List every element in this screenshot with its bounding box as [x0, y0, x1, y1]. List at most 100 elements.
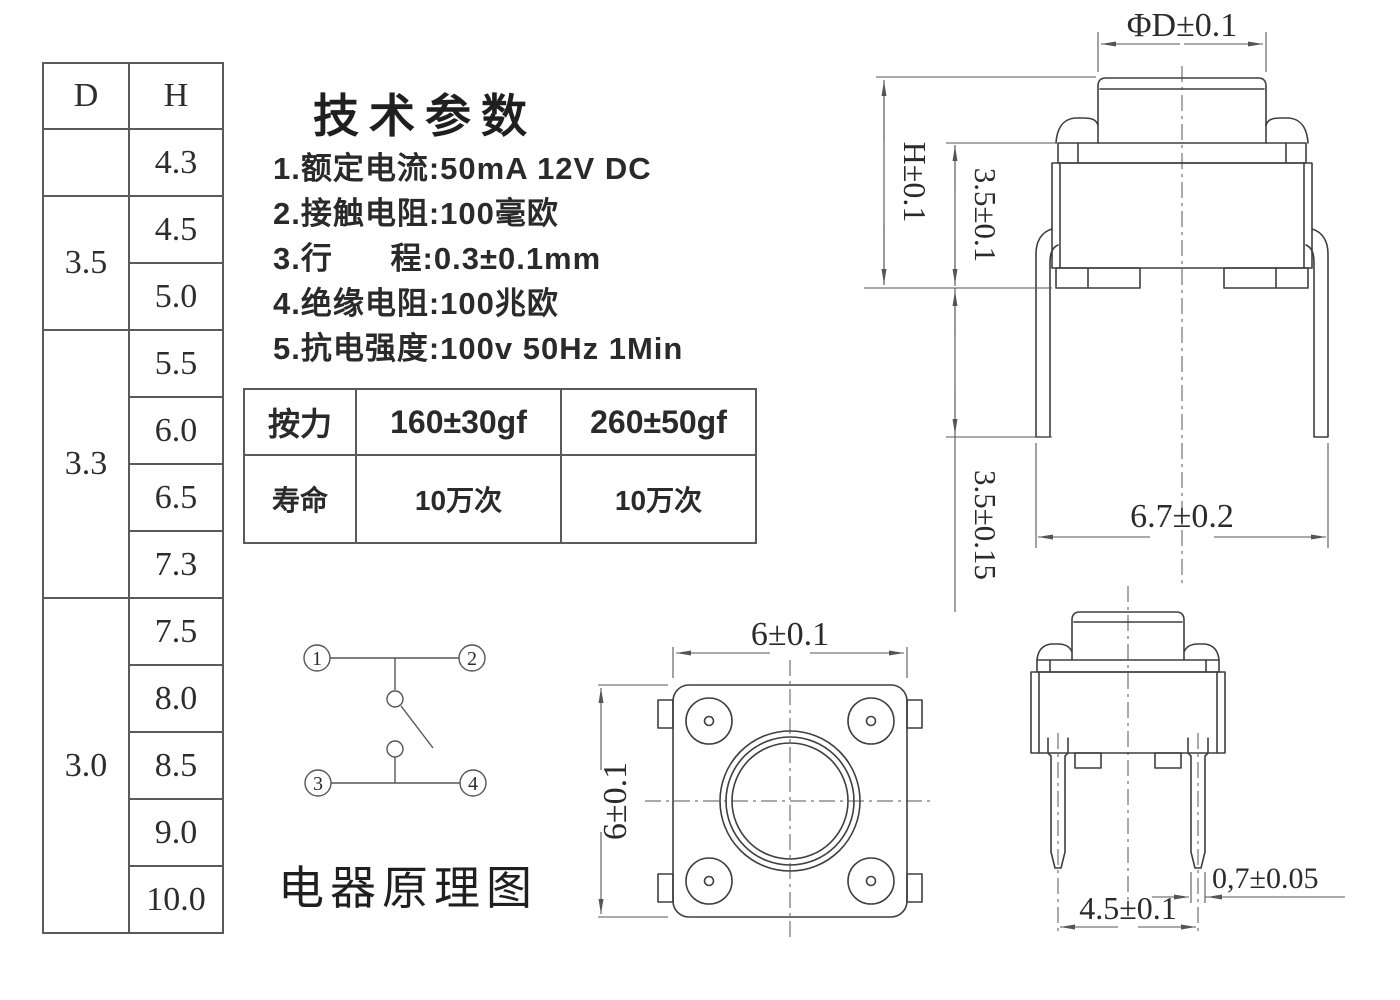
top-pin-tab — [906, 873, 923, 903]
tech-params-title: 技术参数 — [313, 90, 537, 142]
tech-param-item: 1.额定电流:50mA 12V DC — [273, 151, 652, 186]
front-right-leg — [1305, 228, 1329, 438]
top-body-outline — [672, 684, 908, 918]
life-value-2: 10万次 — [560, 454, 757, 544]
dim-label-pin-pitch: 4.5±0.1 — [1079, 890, 1177, 926]
side-tab-left — [1074, 752, 1102, 769]
dh-cell-h: 4.5 — [128, 195, 224, 264]
table-row: 5.0 — [43, 262, 224, 331]
table-row: 6.0 — [43, 396, 224, 465]
tech-param-item: 3.行 程:0.3±0.1mm — [273, 241, 602, 276]
dh-cell-h: 6.5 — [128, 463, 224, 532]
dim-label-pin-length: 3.5±0.15 — [968, 470, 1003, 580]
dim-label-diameter: ΦD±0.1 — [1127, 7, 1238, 44]
life-label: 寿命 — [243, 454, 357, 544]
table-row: 8.5 — [43, 731, 224, 800]
side-left-bump — [1036, 643, 1073, 661]
front-left-bump — [1055, 117, 1099, 144]
top-pin-tab — [657, 699, 674, 729]
table-row: 3.0 7.5 — [42, 597, 224, 934]
dh-cell-d-empty — [42, 128, 130, 197]
top-rivet-hole — [703, 875, 715, 887]
dh-header-row: D H — [42, 62, 224, 130]
side-right-pin — [1187, 737, 1209, 869]
table-row: 9.0 — [43, 798, 224, 867]
top-pin-tab — [657, 873, 674, 903]
front-body — [1051, 162, 1313, 269]
schematic-lines — [303, 644, 487, 797]
dh-cell-h: 9.0 — [128, 798, 224, 867]
terminal-2-number: 2 — [467, 648, 477, 670]
tech-param-item: 2.接触电阻:100毫欧 — [273, 196, 559, 231]
dh-cell-h: 4.3 — [128, 128, 224, 197]
dim-label-top-width: 6±0.1 — [751, 616, 829, 653]
table-row: 8.0 — [43, 664, 224, 733]
top-button-inner — [731, 742, 849, 860]
top-view — [645, 660, 935, 942]
life-value-1: 10万次 — [355, 454, 562, 544]
dh-cell-h: 7.5 — [128, 597, 224, 666]
front-view-dimensions: ΦD±0.1 H±0.1 3.5±0.1 3.5±0.15 — [864, 7, 1329, 612]
side-body — [1030, 671, 1226, 754]
table-row: 寿命 10万次 10万次 — [243, 454, 757, 544]
table-row: 10.0 — [43, 865, 224, 934]
front-button-cap — [1097, 77, 1267, 144]
table-row: 6.5 — [43, 463, 224, 532]
side-left-pin — [1047, 737, 1069, 869]
dh-cell-d: 3.0 — [42, 597, 130, 934]
dh-cell-h: 5.0 — [128, 262, 224, 331]
dh-cell-h: 5.5 — [128, 329, 224, 398]
force-value-2: 260±50gf — [560, 388, 757, 456]
terminal-4-number: 4 — [468, 773, 478, 795]
dim-label-height: H±0.1 — [897, 142, 933, 223]
dim-label-top-height: 6±0.1 — [597, 762, 634, 840]
tech-param-item: 4.绝缘电阻:100兆欧 — [273, 286, 559, 321]
upper-contact — [386, 690, 404, 708]
schematic-caption: 电器原理图 — [278, 863, 538, 914]
dh-cell-d: 3.3 — [42, 329, 130, 599]
table-row: 按力 160±30gf 260±50gf — [243, 388, 757, 456]
terminal-numbers: 1 2 3 4 — [312, 648, 478, 795]
tech-params-list: 1.额定电流:50mA 12V DC 2.接触电阻:100毫欧 3.行 程:0.… — [273, 146, 683, 371]
dim-label-span: 6.7±0.2 — [1130, 498, 1234, 535]
front-right-bump — [1265, 117, 1309, 144]
lower-contact — [386, 740, 404, 758]
side-view-dimensions: 0,7±0.05 4.5±0.1 — [1060, 862, 1345, 930]
table-row: 3.3 5.5 — [42, 329, 224, 599]
top-rivet-hole — [703, 715, 715, 727]
top-rivet — [847, 857, 895, 905]
top-rivet — [685, 697, 733, 745]
tech-param-item: 5.抗电强度:100v 50Hz 1Min — [273, 331, 684, 366]
dh-cell-h: 6.0 — [128, 396, 224, 465]
dh-cell-h: 8.5 — [128, 731, 224, 800]
front-tab-left — [1055, 267, 1141, 289]
dh-header-h: H — [128, 62, 224, 130]
dim-label-pin-width: 0,7±0.05 — [1212, 862, 1318, 895]
side-right-bump — [1183, 643, 1220, 661]
top-button-outer — [719, 730, 861, 872]
switch-arm — [400, 705, 434, 749]
dh-size-table: D H 4.3 3.5 4.5 5.0 3.3 5.5 6.0 6.5 7.3 … — [42, 62, 224, 934]
force-value-1: 160±30gf — [355, 388, 562, 456]
table-row: 3.5 4.5 — [42, 195, 224, 331]
terminal-1-number: 1 — [312, 648, 322, 670]
force-label: 按力 — [243, 388, 357, 456]
top-rivet-hole — [865, 875, 877, 887]
force-life-table: 按力 160±30gf 260±50gf 寿命 10万次 10万次 — [243, 388, 757, 544]
front-view — [1035, 66, 1329, 584]
top-pin-tab — [906, 699, 923, 729]
top-button-mid — [725, 736, 855, 866]
dh-cell-h: 8.0 — [128, 664, 224, 733]
front-tab-right — [1223, 267, 1309, 289]
side-button-cap — [1071, 611, 1185, 661]
side-tab-right — [1154, 752, 1182, 769]
dh-header-d: D — [42, 62, 130, 130]
dim-label-body-height: 3.5±0.1 — [968, 168, 1003, 263]
dh-cell-h: 7.3 — [128, 530, 224, 599]
table-row: 7.3 — [43, 530, 224, 599]
dh-cell-h: 10.0 — [128, 865, 224, 934]
front-left-leg — [1035, 228, 1059, 438]
top-view-dimensions: 6±0.1 6±0.1 — [597, 616, 908, 918]
top-rivet — [847, 697, 895, 745]
